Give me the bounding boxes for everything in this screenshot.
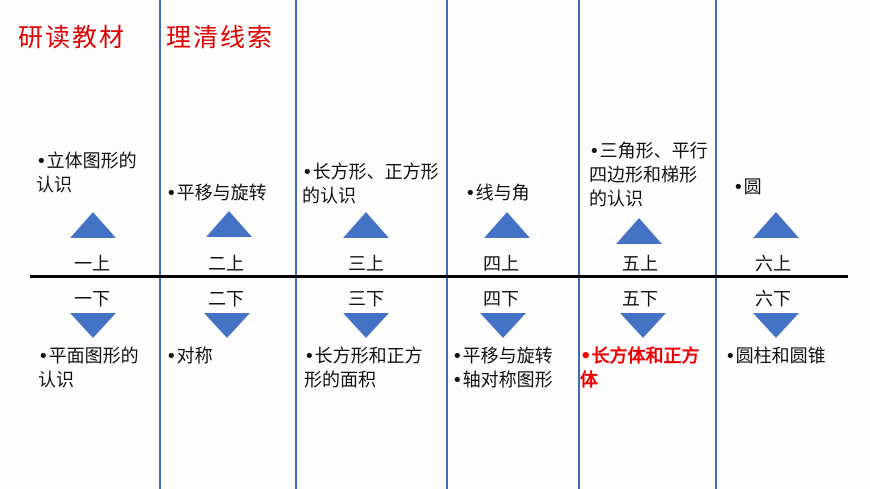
topic-item: •长方形、正方形的认识 [302,162,439,207]
triangle-down-icon [620,313,666,338]
topic-item: •对称 [166,346,213,367]
title-clarify-clues: 理清线索 [166,23,275,52]
triangle-down-icon [480,313,526,338]
topic-item: •平移与旋转 [452,346,553,367]
topic-upper-grade1: •立体图形的认识 [36,150,141,198]
topic-lower-grade6: •圆柱和圆锥 [725,345,865,369]
grade-label-upper: 五上 [622,254,658,275]
topic-item: •立体图形的认识 [36,151,137,196]
triangle-up-icon [70,212,116,238]
grade-label-lower: 三下 [348,289,384,310]
topic-item: •轴对称图形 [452,370,553,391]
triangle-down-icon [70,313,116,338]
grade-label-lower: 二下 [208,289,244,310]
triangle-up-icon [206,211,252,237]
column-divider [715,0,717,489]
grade-label-upper: 二上 [208,254,244,275]
topic-lower-grade2: •对称 [166,345,294,369]
triangle-down-icon [343,313,389,338]
topic-item: •圆柱和圆锥 [725,346,826,367]
column-divider [578,0,580,489]
topic-lower-grade5: •长方体和正方体 [580,345,710,393]
topic-item: •平移与旋转 [166,183,267,204]
triangle-up-icon [616,218,662,244]
topic-item: •平面图形的认识 [38,346,139,391]
grade-label-upper: 一上 [74,254,110,275]
grade-label-upper: 六上 [755,254,791,275]
title-study-textbook: 研读教材 [18,23,127,52]
triangle-up-icon [753,212,799,238]
topic-item: •圆 [733,177,762,198]
timeline-axis [30,275,848,278]
column-divider [295,0,297,489]
topic-upper-grade2: •平移与旋转 [166,182,294,206]
topic-lower-grade1: •平面图形的认识 [38,345,143,393]
topic-item: •长方形和正方形的面积 [304,346,423,391]
topic-upper-grade5: •三角形、平行四边形和梯形的认识 [589,140,713,212]
topic-item: •三角形、平行四边形和梯形的认识 [589,141,708,210]
topic-upper-grade4: •线与角 [465,182,575,206]
topic-lower-grade4: •平移与旋转 •轴对称图形 [452,345,577,393]
column-divider [159,0,161,489]
grade-label-lower: 一下 [74,289,110,310]
topic-upper-grade3: •长方形、正方形的认识 [302,161,444,209]
topic-lower-grade3: •长方形和正方形的面积 [304,345,434,393]
grade-label-upper: 四上 [483,254,519,275]
column-divider [446,0,448,489]
topic-item-highlighted: •长方体和正方体 [580,346,700,391]
grade-label-upper: 三上 [348,254,384,275]
topic-item: •线与角 [465,183,530,204]
triangle-up-icon [343,212,389,238]
grade-label-lower: 五下 [622,289,658,310]
grade-label-lower: 四下 [483,289,519,310]
triangle-up-icon [484,212,530,238]
triangle-down-icon [204,313,250,338]
triangle-down-icon [753,313,799,338]
topic-upper-grade6: •圆 [733,176,843,200]
grade-label-lower: 六下 [755,289,791,310]
